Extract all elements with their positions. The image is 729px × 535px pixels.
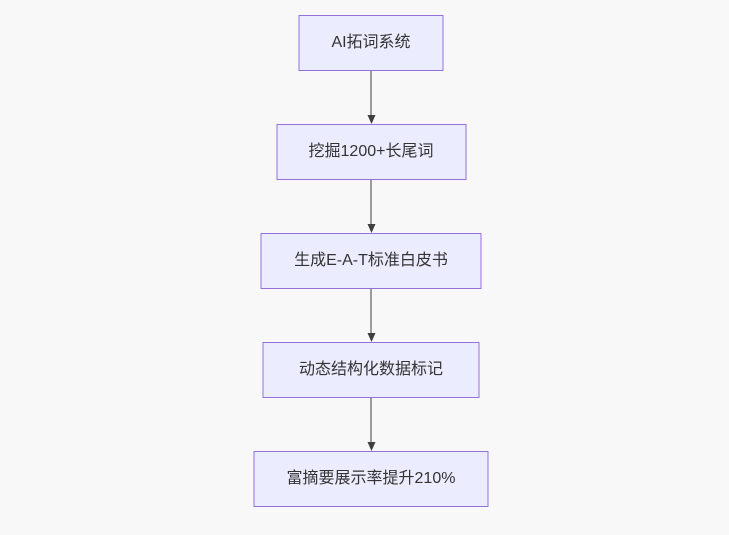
flow-edge-1 xyxy=(367,71,375,124)
flow-node-label: 富摘要展示率提升210% xyxy=(286,470,456,487)
edge-line xyxy=(370,180,372,225)
flow-edge-2 xyxy=(367,180,375,233)
edge-line xyxy=(370,71,372,116)
flow-node-longtail-mining: 挖掘1200+长尾词 xyxy=(276,124,466,180)
edge-line xyxy=(370,398,372,443)
flow-node-ai-word-expansion: AI拓词系统 xyxy=(298,15,444,71)
flow-node-rich-snippet-result: 富摘要展示率提升210% xyxy=(253,451,489,507)
arrow-down-icon xyxy=(367,333,375,342)
flow-node-eat-whitepaper: 生成E-A-T标准白皮书 xyxy=(260,233,482,289)
edge-line xyxy=(370,289,372,334)
flow-node-label: AI拓词系统 xyxy=(331,34,411,51)
flow-node-structured-data: 动态结构化数据标记 xyxy=(262,342,480,398)
arrow-down-icon xyxy=(367,224,375,233)
arrow-down-icon xyxy=(367,115,375,124)
arrow-down-icon xyxy=(367,442,375,451)
flow-edge-3 xyxy=(367,289,375,342)
flowchart: AI拓词系统 挖掘1200+长尾词 生成E-A-T标准白皮书 动态结构化数据标记 xyxy=(253,15,489,507)
flow-node-label: 挖掘1200+长尾词 xyxy=(308,143,434,160)
flow-node-label: 生成E-A-T标准白皮书 xyxy=(294,252,448,269)
flow-edge-4 xyxy=(367,398,375,451)
flow-node-label: 动态结构化数据标记 xyxy=(298,361,443,378)
